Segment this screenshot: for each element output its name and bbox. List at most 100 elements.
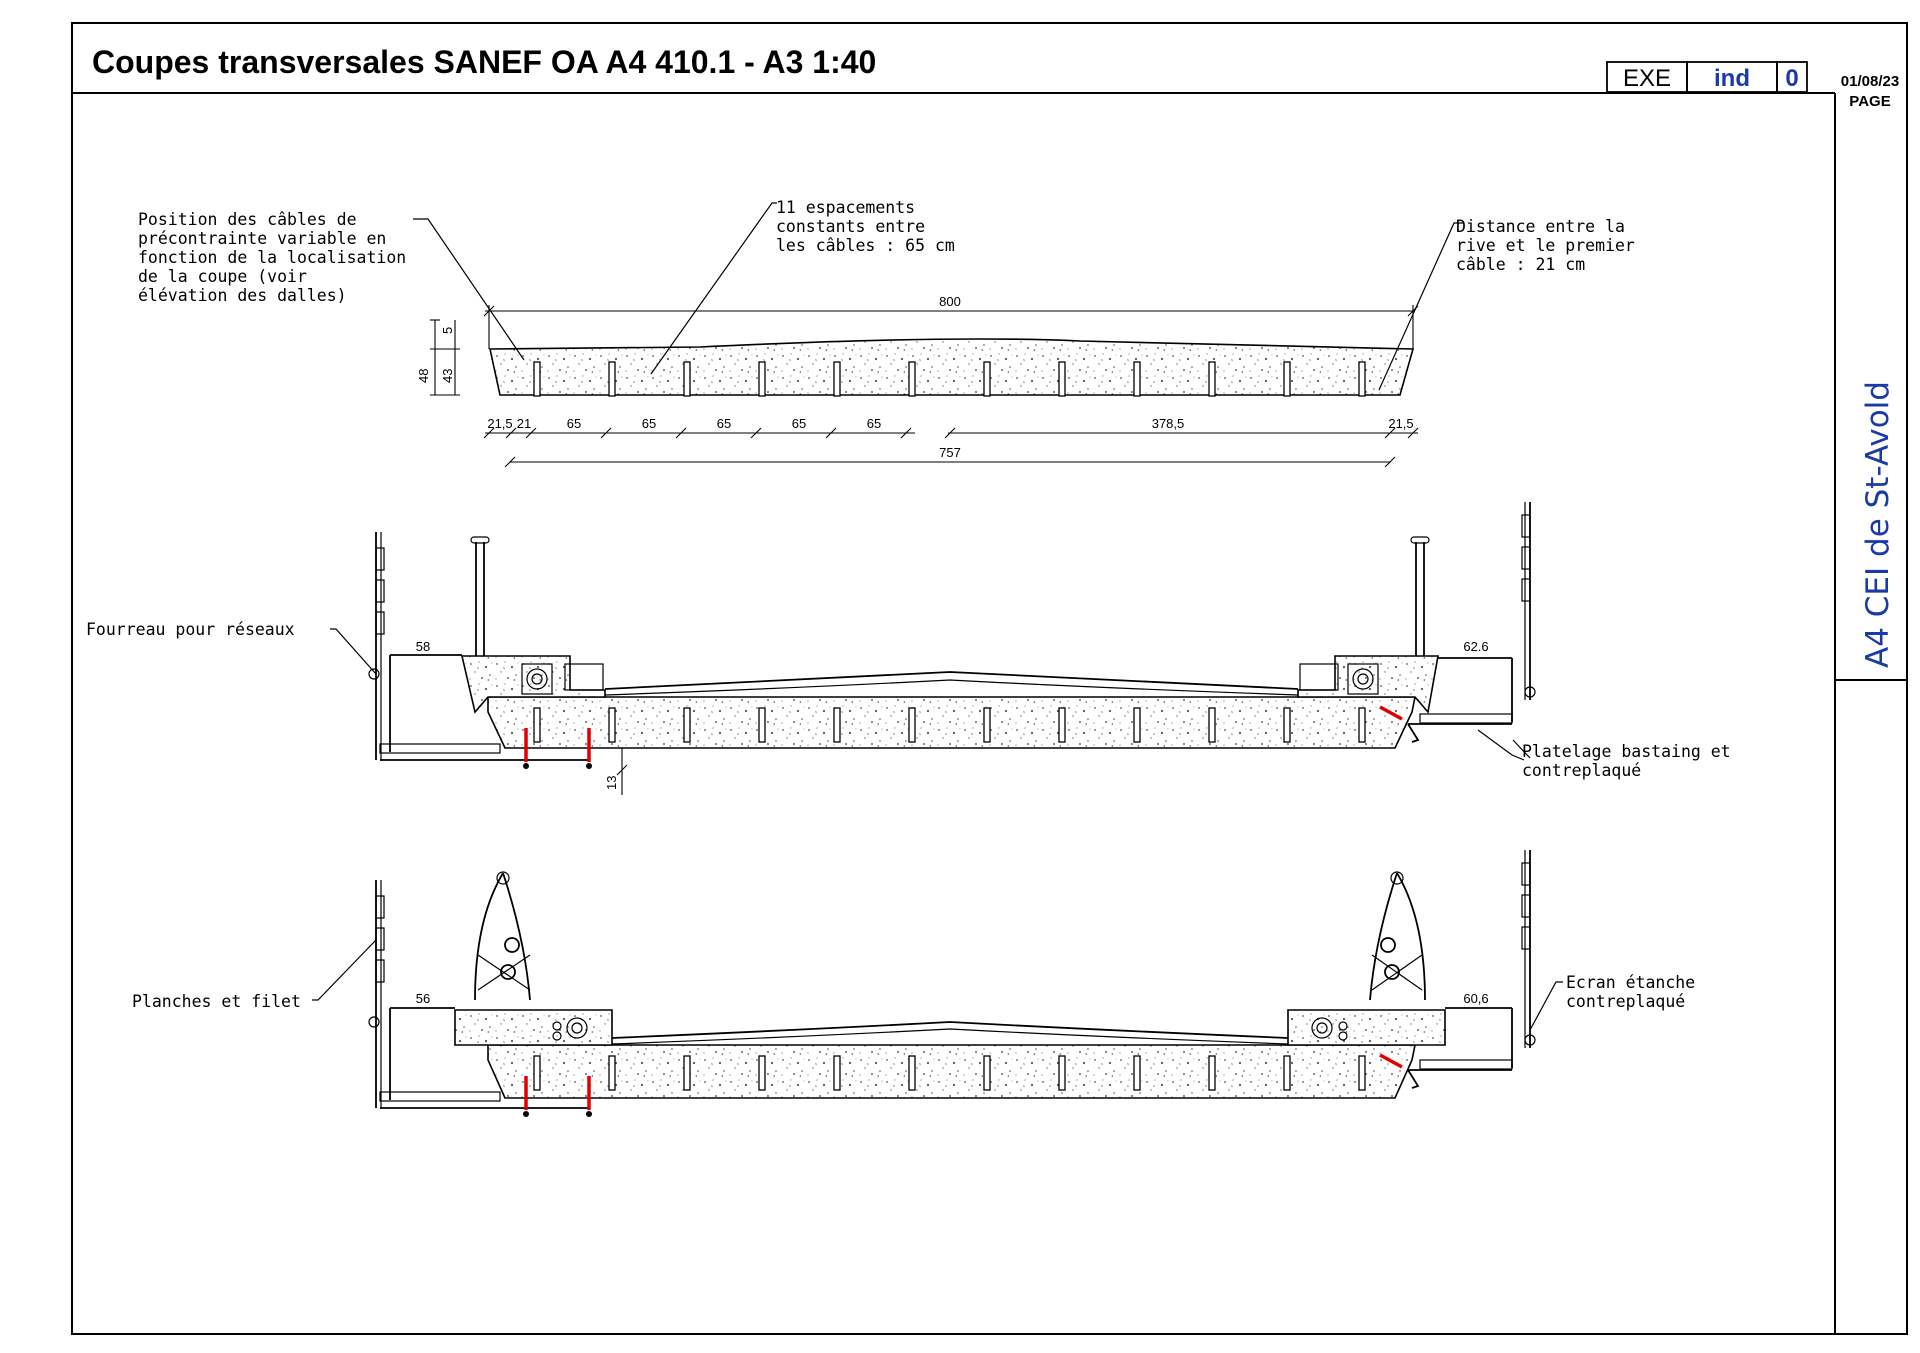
dim-spacing-4: 65 <box>792 416 806 431</box>
svg-text:fonction de la localisation: fonction de la localisation <box>138 248 406 267</box>
dim-cable-span: 757 <box>939 445 961 460</box>
label-screen-1: Ecran étanche <box>1566 973 1695 992</box>
dim-spacing-1: 65 <box>567 416 581 431</box>
dim-tick <box>525 427 537 439</box>
cable-row <box>533 1055 1366 1091</box>
prestress-cable-duct <box>608 361 616 397</box>
prestress-cable-duct <box>908 707 916 743</box>
stamp-page: PAGE <box>1849 93 1890 110</box>
prestress-cable-duct <box>533 361 541 397</box>
dim-edge-left: 21,5 <box>487 416 512 431</box>
note-edge-distance: Distance entre la rive et le premier câb… <box>1456 217 1635 274</box>
dim-height-top: 5 <box>440 327 455 334</box>
dim-right-overhang: 62.6 <box>1463 639 1488 654</box>
net-left <box>474 871 531 1001</box>
dim-tick <box>1407 427 1419 439</box>
prestress-cable-duct <box>1358 1055 1366 1091</box>
prestress-cable-duct <box>1208 361 1216 397</box>
guardrail-left <box>470 536 490 656</box>
prestress-cable-duct <box>833 707 841 743</box>
note-cable-spacing: 11 espacements constants entre les câble… <box>776 198 955 255</box>
dim-spacing-3: 65 <box>717 416 731 431</box>
net-right <box>1369 871 1426 1001</box>
prestress-cable-duct <box>908 1055 916 1091</box>
prestress-cable-duct <box>608 1055 616 1091</box>
guardrail-right <box>1410 536 1430 656</box>
dim-tick <box>505 427 517 439</box>
stamp-date: 01/08/23 <box>1841 73 1899 90</box>
prestress-cable-duct <box>1283 707 1291 743</box>
prestress-cable-duct <box>608 707 616 743</box>
svg-text:précontrainte variable en: précontrainte variable en <box>138 229 386 248</box>
prestress-cable-duct <box>1208 1055 1216 1091</box>
dim-tick <box>483 427 495 439</box>
prestress-cable-duct <box>683 361 691 397</box>
label-deck-platform-2: contreplaqué <box>1522 761 1641 780</box>
dim-tick <box>900 427 912 439</box>
stamp-phase: EXE <box>1623 65 1671 92</box>
side-title: A4 CEI de St-Avold <box>1860 381 1896 668</box>
svg-text:élévation des dalles): élévation des dalles) <box>138 286 347 305</box>
stamp-index-value: 0 <box>1785 65 1798 92</box>
stamp-index-label: ind <box>1714 65 1750 92</box>
dim-height-slab: 43 <box>440 369 455 383</box>
sheet-title: Coupes transversales SANEF OA A4 410.1 -… <box>92 44 876 80</box>
dim-tick <box>600 427 612 439</box>
dim-edge-right: 21,5 <box>1388 416 1413 431</box>
note-cable-position: Position des câbles de précontrainte var… <box>138 210 406 305</box>
scaffold-left <box>368 880 592 1117</box>
prestress-cable-duct <box>683 707 691 743</box>
label-deck-platform-1: Platelage bastaing et <box>1522 742 1731 761</box>
scaffold-right <box>1379 850 1536 1089</box>
prestress-cable-duct <box>1358 707 1366 743</box>
scaffold-left <box>368 532 592 769</box>
svg-text:câble : 21 cm: câble : 21 cm <box>1456 255 1585 274</box>
title-stamp: EXE ind 0 01/08/23 PAGE <box>1606 61 1899 110</box>
prestress-cable-duct <box>1133 707 1141 743</box>
prestress-cable-duct <box>758 361 766 397</box>
sheet-border <box>71 22 1908 1335</box>
dim-tick <box>1384 427 1396 439</box>
prestress-cable-duct <box>983 361 991 397</box>
prestress-cable-duct <box>1358 361 1366 397</box>
section-with-guardrail: 58 62.6 13 Fourreau pour réseaux Platela… <box>86 502 1731 795</box>
svg-text:de la coupe (voir: de la coupe (voir <box>138 267 307 286</box>
svg-text:les câbles : 65 cm: les câbles : 65 cm <box>776 236 955 255</box>
prestress-cable-duct <box>1058 361 1066 397</box>
dim-tick <box>944 427 956 439</box>
dim-tick <box>825 427 837 439</box>
label-boards-net: Planches et filet <box>132 992 301 1011</box>
prestress-cable-duct <box>1208 707 1216 743</box>
svg-text:rive et le premier: rive et le premier <box>1456 236 1635 255</box>
prestress-cable-duct <box>908 361 916 397</box>
cable-row <box>533 707 1366 743</box>
prestress-cable-duct <box>983 1055 991 1091</box>
dim-left-overhang: 56 <box>416 991 430 1006</box>
dim-tick <box>675 427 687 439</box>
dim-edge-cable: 21 <box>517 416 531 431</box>
svg-text:11 espacements: 11 espacements <box>776 198 915 217</box>
prestress-cable-duct <box>533 707 541 743</box>
dim-spacing-2: 65 <box>642 416 656 431</box>
prestress-cable-duct <box>758 707 766 743</box>
prestress-cable-duct <box>833 361 841 397</box>
prestress-cable-duct <box>1133 361 1141 397</box>
dim-total-width: 800 <box>939 294 961 309</box>
prestress-cable-duct <box>1058 707 1066 743</box>
scaffold-right <box>1379 502 1536 743</box>
svg-text:Position des câbles de: Position des câbles de <box>138 210 357 229</box>
dim-remaining: 378,5 <box>1152 416 1185 431</box>
dim-ticks <box>483 427 1419 439</box>
dim-spacing-5: 65 <box>867 416 881 431</box>
prestress-cable-duct <box>833 1055 841 1091</box>
prestress-cable-duct <box>1058 1055 1066 1091</box>
prestress-cable-duct <box>983 707 991 743</box>
dim-right-overhang: 60,6 <box>1463 991 1488 1006</box>
section-with-safety-net: 56 60,6 Planches et filet Ecran étanche … <box>132 850 1695 1117</box>
dim-left-overhang: 58 <box>416 639 430 654</box>
svg-text:Distance entre la: Distance entre la <box>1456 217 1625 236</box>
prestress-cable-duct <box>1283 1055 1291 1091</box>
prestress-cable-duct <box>533 1055 541 1091</box>
label-screen-2: contreplaqué <box>1566 992 1685 1011</box>
